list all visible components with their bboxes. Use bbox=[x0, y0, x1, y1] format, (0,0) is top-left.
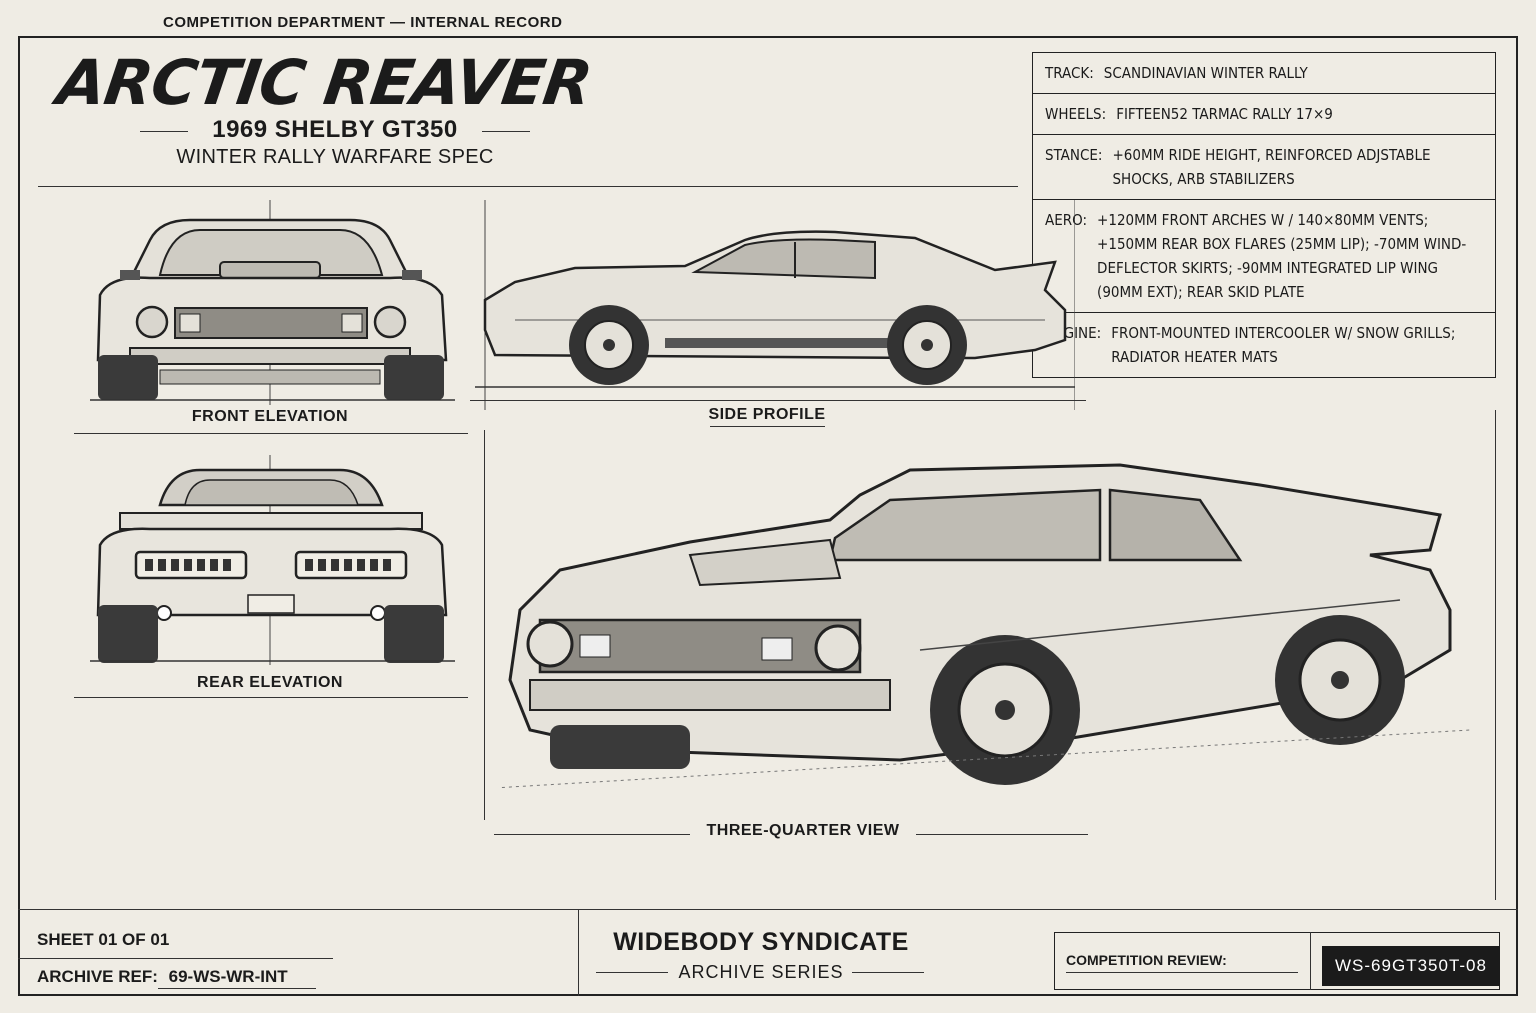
series-label: ARCHIVE SERIES bbox=[678, 962, 844, 982]
spec-panel: TRACK: SCANDINAVIAN WINTER RALLY WHEELS:… bbox=[1032, 52, 1496, 378]
rear-elevation-drawing bbox=[90, 455, 455, 665]
spec-row-stance: STANCE: +60MM RIDE HEIGHT, REINFORCED AD… bbox=[1033, 135, 1495, 200]
spec-row-wheels: WHEELS: FIFTEEN52 TARMAC RALLY 17×9 bbox=[1033, 94, 1495, 135]
divider bbox=[74, 697, 468, 698]
spec-value: +60MM RIDE HEIGHT, REINFORCED ADJSTABLE … bbox=[1112, 146, 1431, 188]
front-elevation-label: FRONT ELEVATION bbox=[191, 408, 349, 425]
divider bbox=[482, 131, 530, 132]
side-profile-label: SIDE PROFILE bbox=[708, 406, 826, 423]
divider bbox=[74, 433, 468, 434]
model-subtitle: 1969 SHELBY GT350 bbox=[212, 116, 458, 143]
label-underline bbox=[710, 426, 825, 427]
archive-ref: ARCHIVE REF: 69-WS-WR-INT bbox=[37, 967, 288, 987]
spec-value: SCANDINAVIAN WINTER RALLY bbox=[1103, 64, 1308, 82]
sheet-number: SHEET 01 OF 01 bbox=[37, 930, 170, 949]
document-code: WS-69GT350T-08 bbox=[1322, 946, 1500, 986]
archive-ref-value: 69-WS-WR-INT bbox=[168, 967, 288, 986]
footer-divider bbox=[18, 958, 333, 959]
spec-key: TRACK: bbox=[1045, 64, 1094, 82]
spec-key: AERO: bbox=[1045, 211, 1088, 229]
review-underline bbox=[1066, 972, 1298, 973]
divider bbox=[852, 972, 924, 973]
sheet-frame bbox=[18, 36, 1518, 996]
divider bbox=[140, 131, 188, 132]
spec-key: WHEELS: bbox=[1045, 105, 1107, 123]
archive-ref-label: ARCHIVE REF: bbox=[37, 967, 158, 986]
side-profile-drawing bbox=[475, 200, 1075, 410]
spec-key: STANCE: bbox=[1045, 146, 1103, 164]
department-note: COMPETITION DEPARTMENT — INTERNAL RECORD bbox=[163, 14, 563, 31]
spec-row-aero: AERO: +120MM FRONT ARCHES W / 140×80MM V… bbox=[1033, 200, 1495, 313]
page-title: ARCTIC REAVER bbox=[52, 46, 596, 119]
rear-elevation-label: REAR ELEVATION bbox=[197, 674, 343, 691]
divider bbox=[1495, 410, 1496, 900]
divider bbox=[596, 972, 668, 973]
divider bbox=[484, 430, 485, 820]
divider bbox=[38, 186, 1018, 187]
three-quarter-view-drawing bbox=[500, 463, 1471, 789]
divider bbox=[1310, 932, 1311, 990]
three-quarter-view-label: THREE-QUARTER VIEW bbox=[690, 822, 916, 840]
footer-divider bbox=[18, 909, 1518, 910]
spec-value: +120MM FRONT ARCHES W / 140×80MM VENTS; … bbox=[1097, 211, 1467, 301]
divider bbox=[470, 400, 1086, 401]
brand-name: WIDEBODY SYNDICATE bbox=[613, 928, 909, 956]
spec-row-track: TRACK: SCANDINAVIAN WINTER RALLY bbox=[1033, 53, 1495, 94]
spec-value: FRONT-MOUNTED INTERCOOLER W/ SNOW GRILLS… bbox=[1111, 324, 1456, 366]
footer-divider bbox=[578, 909, 579, 996]
spec-subtitle: WINTER RALLY WARFARE SPEC bbox=[176, 146, 494, 168]
spec-row-engine: ENGINE: FRONT-MOUNTED INTERCOOLER W/ SNO… bbox=[1033, 313, 1495, 377]
competition-review-label: COMPETITION REVIEW: bbox=[1066, 952, 1227, 968]
spec-value: FIFTEEN52 TARMAC RALLY 17×9 bbox=[1116, 105, 1333, 123]
front-elevation-drawing bbox=[90, 200, 455, 405]
ref-underline bbox=[158, 988, 316, 989]
